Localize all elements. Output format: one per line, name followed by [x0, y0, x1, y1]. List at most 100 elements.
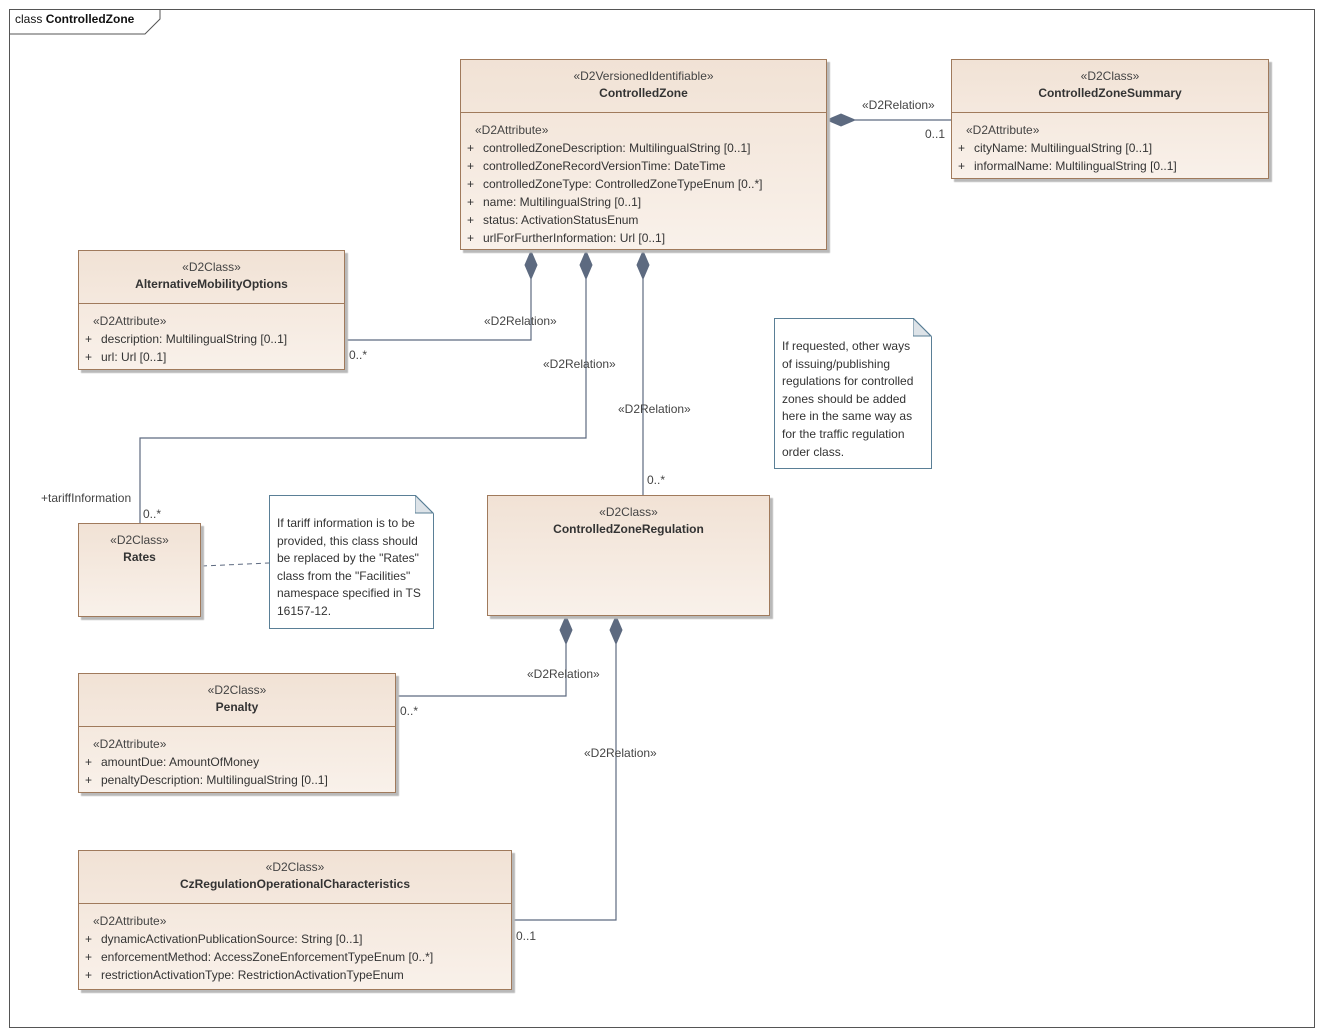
multiplicity-operational: 0..1 [516, 929, 537, 943]
attribute-text: cityName: MultilingualString [0..1] [974, 141, 1153, 155]
attribute-row: + name: MultilingualString [0..1] [461, 193, 826, 211]
note-tariff[interactable]: If tariff information is to be provided,… [269, 495, 434, 629]
class-penalty[interactable]: «D2Class» Penalty «D2Attribute» + amountD… [78, 673, 396, 793]
relation-line-rates [139, 279, 587, 523]
attribute-visibility: + [85, 950, 93, 964]
attribute-visibility: + [85, 755, 93, 769]
attribute-visibility: + [467, 195, 475, 209]
attribute-text: penaltyDescription: MultilingualString [… [101, 773, 328, 787]
attribute-text: url: Url [0..1] [101, 350, 167, 364]
attribute-visibility: + [467, 213, 475, 227]
class-name: ControlledZone [599, 86, 688, 100]
attribute-visibility: + [467, 159, 475, 173]
relation-label-alt-mobility: «D2Relation» [484, 314, 557, 328]
attribute-text: status: ActivationStatusEnum [483, 213, 639, 227]
class-stereotype: «D2VersionedIdentifiable» [573, 69, 714, 83]
composition-diamond-operational [609, 614, 623, 646]
attribute-text: enforcementMethod: AccessZoneEnforcement… [101, 950, 434, 964]
attribute-visibility: + [85, 968, 93, 982]
relation-label-operational: «D2Relation» [584, 746, 657, 760]
attribute-text: informalName: MultilingualString [0..1] [974, 159, 1177, 173]
class-name: CzRegulationOperationalCharacteristics [179, 877, 411, 891]
note-anchor-line [201, 562, 270, 567]
attribute-visibility: + [467, 231, 475, 245]
attribute-visibility: + [85, 350, 93, 364]
attribute-row: + informalName: MultilingualString [0..1] [952, 157, 1268, 175]
attribute-stereotype: «D2Attribute» [966, 123, 1040, 137]
relation-label-penalty: «D2Relation» [527, 667, 600, 681]
relation-label-summary: «D2Relation» [862, 98, 935, 112]
attribute-row: + controlledZoneType: ControlledZoneTypeE… [461, 175, 826, 193]
attribute-text: amountDue: AmountOfMoney [101, 755, 260, 769]
attribute-row: + controlledZoneRecordVersionTime: DateTi… [461, 157, 826, 175]
attribute-visibility: + [958, 159, 966, 173]
relation-line-operational [512, 644, 617, 921]
composition-diamond-summary [825, 113, 857, 127]
class-stereotype: «D2Class» [265, 860, 325, 874]
attribute-text: controlledZoneRecordVersionTime: DateTim… [483, 159, 726, 173]
note-fold-icon [913, 318, 932, 337]
composition-diamond-regulation [636, 249, 650, 281]
note-regulations[interactable]: If requested, other ways of issuing/publ… [774, 318, 932, 469]
attribute-text: dynamicActivationPublicationSource: Stri… [101, 932, 363, 946]
class-stereotype: «D2Class» [1080, 69, 1140, 83]
attribute-text: controlledZoneType: ControlledZoneTypeEn… [483, 177, 763, 191]
composition-diamond-rates [579, 249, 593, 281]
composition-diamond-penalty [559, 614, 573, 646]
class-rates[interactable]: «D2Class» Rates [78, 523, 201, 617]
diagram-frame [9, 9, 1315, 1028]
class-stereotype: «D2Class» [182, 260, 241, 274]
attribute-text: restrictionActivationType: RestrictionAc… [101, 968, 404, 982]
attribute-visibility: + [467, 177, 475, 191]
class-stereotype: «D2Class» [110, 533, 169, 547]
attribute-visibility: + [958, 141, 966, 155]
attribute-visibility: + [85, 773, 93, 787]
attribute-visibility: + [85, 332, 93, 346]
relation-line-alt-mobility [345, 279, 532, 341]
attribute-text: name: MultilingualString [0..1] [483, 195, 642, 209]
relation-line-penalty [396, 644, 567, 697]
class-name: Penalty [215, 700, 259, 714]
role-tariff-information: +tariffInformation [41, 491, 132, 505]
class-controlled-zone[interactable]: «D2VersionedIdentifiable» ControlledZone… [460, 59, 827, 250]
multiplicity-rates: 0..* [143, 507, 162, 521]
attribute-row: + restrictionActivationType: RestrictionA… [79, 966, 511, 984]
relation-label-regulation: «D2Relation» [618, 402, 691, 416]
attribute-visibility: + [467, 141, 475, 155]
note-text: If tariff information is to be provided,… [277, 516, 421, 618]
note-text: If requested, other ways of issuing/publ… [782, 339, 914, 459]
attribute-stereotype: «D2Attribute» [93, 914, 167, 928]
multiplicity-summary: 0..1 [925, 127, 946, 141]
attribute-row: + url: Url [0..1] [79, 348, 344, 366]
frame-keyword: class [15, 12, 43, 26]
attribute-stereotype: «D2Attribute» [475, 123, 549, 137]
attribute-row: + status: ActivationStatusEnum [461, 211, 826, 229]
composition-diamond-alt-mobility [524, 249, 538, 281]
class-name: ControlledZoneSummary [1038, 86, 1182, 100]
class-name: Rates [123, 550, 156, 564]
note-fold-icon [415, 495, 434, 514]
class-controlled-zone-summary[interactable]: «D2Class» ControlledZoneSummary «D2Attri… [951, 59, 1269, 179]
class-stereotype: «D2Class» [207, 683, 267, 697]
attribute-row: + enforcementMethod: AccessZoneEnforcemen… [79, 948, 511, 966]
frame-tab [9, 9, 161, 35]
class-alternative-mobility-options[interactable]: «D2Class» AlternativeMobilityOptions «D2… [78, 250, 345, 370]
class-controlled-zone-regulation[interactable]: «D2Class» ControlledZoneRegulation [487, 495, 770, 616]
attribute-row: + dynamicActivationPublicationSource: Str… [79, 930, 511, 948]
attribute-stereotype: «D2Attribute» [93, 737, 167, 751]
attribute-text: urlForFurtherInformation: Url [0..1] [483, 231, 666, 245]
multiplicity-regulation: 0..* [647, 473, 666, 487]
attribute-row: + penaltyDescription: MultilingualString … [79, 771, 395, 789]
attribute-row: +description: MultilingualString [0..1] [79, 330, 344, 348]
attribute-stereotype: «D2Attribute» [93, 314, 167, 328]
multiplicity-alt-mobility: 0..* [349, 348, 368, 362]
multiplicity-penalty: 0..* [400, 704, 419, 718]
attribute-visibility: + [85, 932, 93, 946]
attribute-row: + controlledZoneDescription: Multilingual… [461, 139, 826, 157]
class-cz-regulation-operational-characteristics[interactable]: «D2Class» CzRegulationOperationalCharact… [78, 850, 512, 990]
class-stereotype: «D2Class» [599, 505, 658, 519]
relation-label-rates: «D2Relation» [543, 357, 616, 371]
attribute-text: controlledZoneDescription: MultilingualS… [483, 141, 751, 155]
class-name: ControlledZoneRegulation [553, 522, 704, 536]
